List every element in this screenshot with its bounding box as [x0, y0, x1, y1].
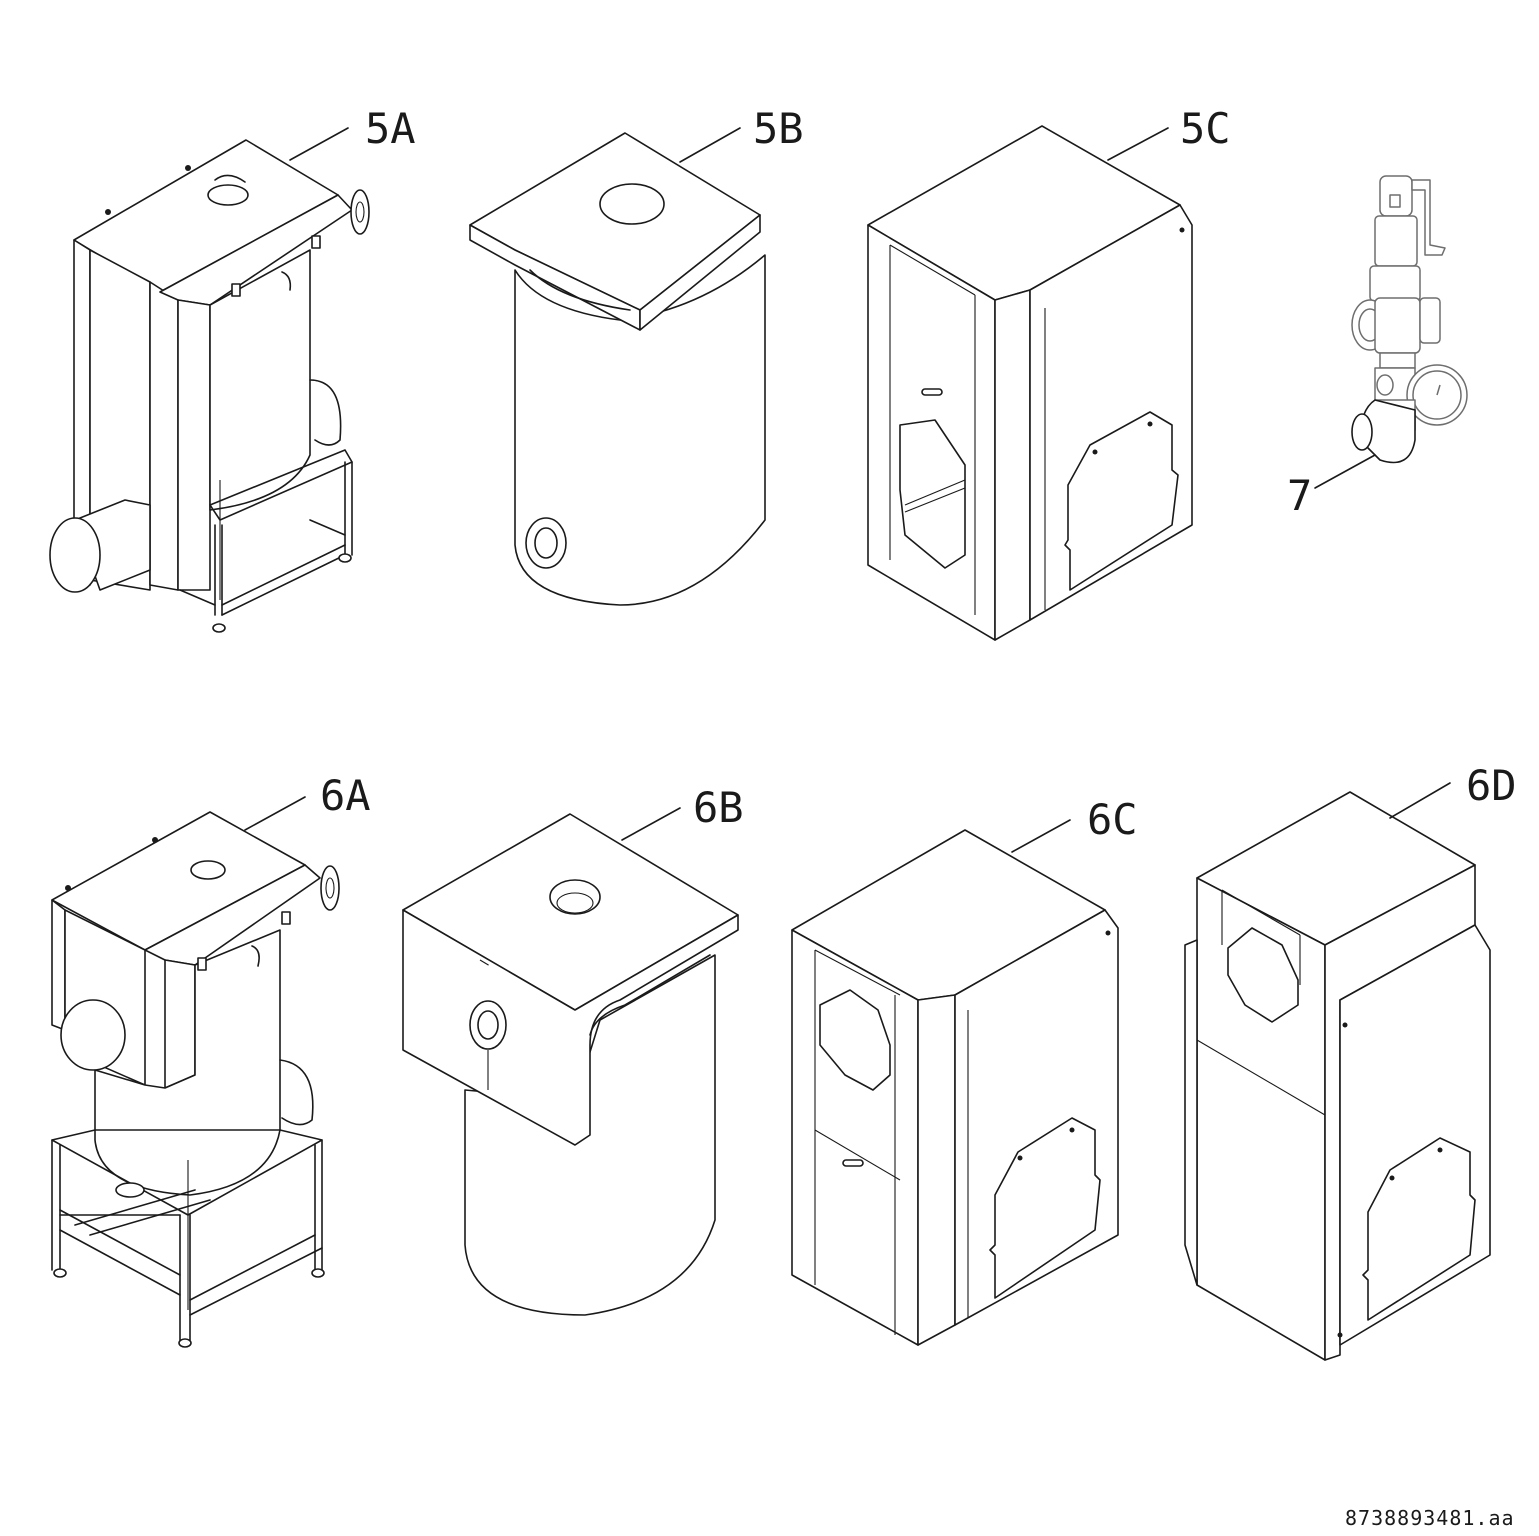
- part-6c-drawing: [791, 829, 1119, 1346]
- label-7: 7: [1287, 471, 1312, 520]
- part-6b-drawing: [402, 813, 739, 1316]
- part-6a-drawing: [51, 811, 340, 1348]
- label-6c: 6C: [1087, 795, 1138, 844]
- part-6d-drawing: [1184, 791, 1491, 1361]
- label-5c: 5C: [1180, 104, 1231, 153]
- label-6b: 6B: [693, 783, 744, 832]
- label-5a: 5A: [365, 104, 416, 153]
- part-5a-drawing: [49, 139, 370, 633]
- label-6a: 6A: [320, 771, 371, 820]
- part-5b-drawing: [469, 132, 766, 606]
- label-5b: 5B: [753, 104, 804, 153]
- label-6d: 6D: [1466, 761, 1517, 810]
- document-code: 8738893481.aa: [1345, 1506, 1515, 1530]
- part-5c-drawing: [867, 125, 1193, 641]
- part-7-drawing: [1351, 175, 1468, 464]
